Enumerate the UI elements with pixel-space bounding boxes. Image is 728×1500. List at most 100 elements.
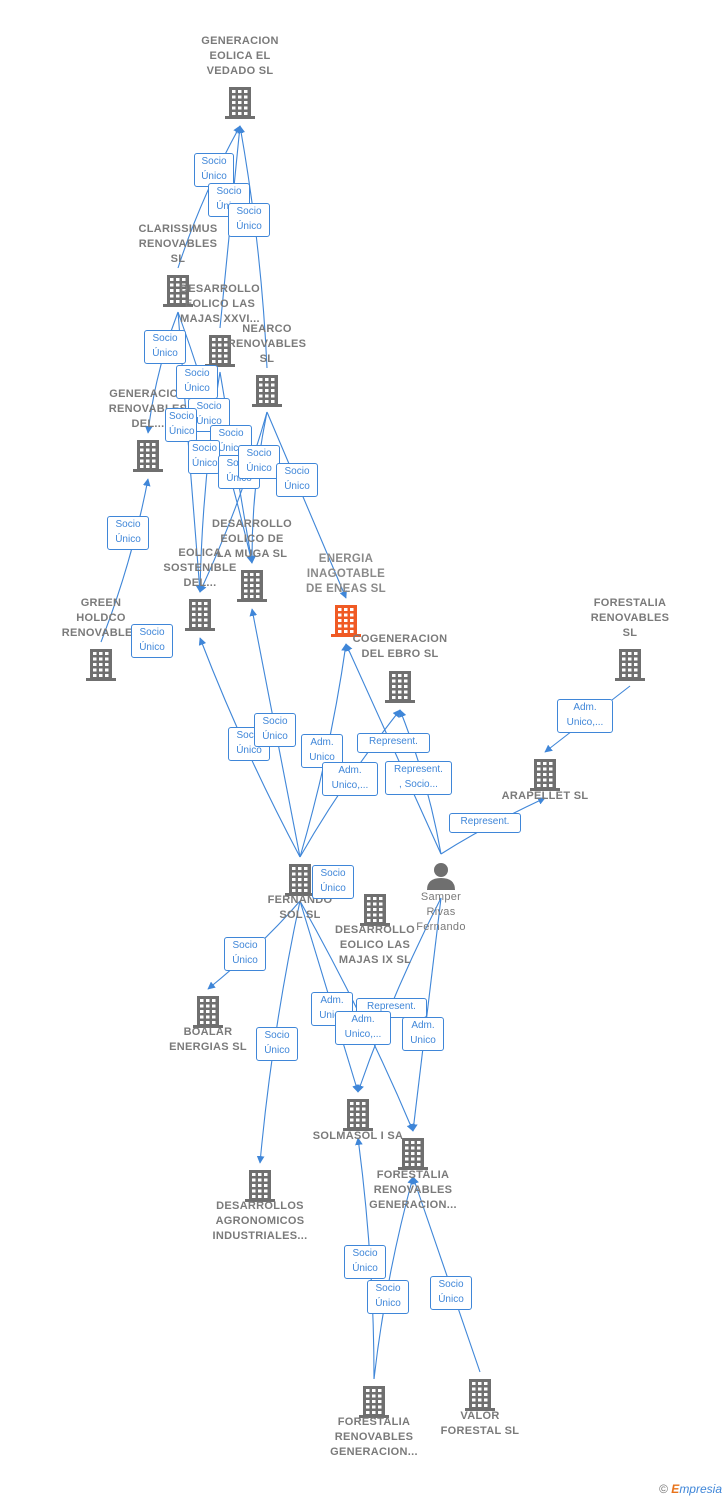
label-line: BOALAR xyxy=(183,1026,233,1038)
badge-text: Único xyxy=(232,955,258,966)
badge-text: Socio xyxy=(201,156,227,167)
badge-text: Adm. xyxy=(320,995,344,1006)
building-icon[interactable] xyxy=(225,87,255,119)
company-label[interactable]: ARAPELLET SL xyxy=(475,789,615,804)
badge-text: Adm. xyxy=(338,765,362,776)
relation-edge xyxy=(373,1176,415,1380)
badge-text: Único xyxy=(152,348,178,359)
relation-badge[interactable]: Adm.Unico,... xyxy=(335,1011,391,1045)
building-icon[interactable] xyxy=(205,335,235,367)
badge-text: Único xyxy=(320,883,346,894)
label-line: ENERGIA xyxy=(318,553,374,565)
badge-text: Unico,... xyxy=(566,717,604,728)
badge-text: Adm. xyxy=(411,1020,435,1031)
label-line: GENERACION xyxy=(201,35,279,47)
relation-badge[interactable]: Adm.Unico,... xyxy=(322,762,378,796)
label-line: SOLMASOL I SA xyxy=(312,1130,404,1142)
relation-badge[interactable]: Represent. xyxy=(449,813,521,833)
badge-text: Socio xyxy=(184,368,210,379)
building-icon[interactable] xyxy=(398,1138,428,1170)
badge-text: Adm. xyxy=(310,737,334,748)
building-icon[interactable] xyxy=(245,1170,275,1202)
badge-text: Socio xyxy=(216,186,242,197)
label-line: Samper xyxy=(420,891,462,903)
building-icon[interactable] xyxy=(465,1379,495,1411)
person-icon[interactable] xyxy=(427,863,455,890)
label-line: INDUSTRIALES... xyxy=(212,1230,308,1242)
building-icon[interactable] xyxy=(86,649,116,681)
building-icon[interactable] xyxy=(359,1386,389,1418)
label-line: Rivas xyxy=(426,906,456,918)
building-icon[interactable] xyxy=(185,599,215,631)
label-line: EOLICO LAS xyxy=(184,298,256,310)
building-icon[interactable] xyxy=(331,605,361,637)
label-line: ARAPELLET SL xyxy=(501,790,589,802)
label-line: DEL... xyxy=(183,577,217,589)
badge-text: Único xyxy=(438,1294,464,1305)
badge-text: Socio xyxy=(236,206,262,217)
building-icon[interactable] xyxy=(193,996,223,1028)
building-icon[interactable] xyxy=(252,375,282,407)
badge-text: Socio xyxy=(320,868,346,879)
label-line: Fernando xyxy=(416,921,466,933)
badge-text: Adm. xyxy=(573,702,597,713)
label-line: INAGOTABLE xyxy=(306,568,386,580)
relation-badge[interactable]: Represent., Socio... xyxy=(385,761,452,795)
building-icon[interactable] xyxy=(163,275,193,307)
relation-badge[interactable]: Adm. Unico,... xyxy=(557,699,613,733)
relation-badge[interactable]: Adm.Unico xyxy=(402,1017,444,1051)
building-icon[interactable] xyxy=(237,570,267,602)
building-icon[interactable] xyxy=(343,1099,373,1131)
building-icon[interactable] xyxy=(360,894,390,926)
badge-text: Socio xyxy=(284,466,310,477)
building-icon[interactable] xyxy=(385,671,415,703)
footer-brand: © Empresia xyxy=(659,1482,722,1496)
building-icon[interactable] xyxy=(530,759,560,791)
relation-badge[interactable]: Represent. xyxy=(357,733,430,753)
label-line: FORESTAL SL xyxy=(440,1425,520,1437)
company-label[interactable]: SOLMASOL I SA xyxy=(288,1129,428,1144)
building-icon[interactable] xyxy=(285,864,315,896)
badge-text: Socio xyxy=(192,443,218,454)
building-icon[interactable] xyxy=(133,440,163,472)
building-icon[interactable] xyxy=(615,649,645,681)
badge-text: Represent. xyxy=(394,764,443,775)
label-line: DESARROLLO xyxy=(335,924,415,936)
badge-text: Único xyxy=(139,642,165,653)
label-line: EOLICO DE xyxy=(220,533,284,545)
